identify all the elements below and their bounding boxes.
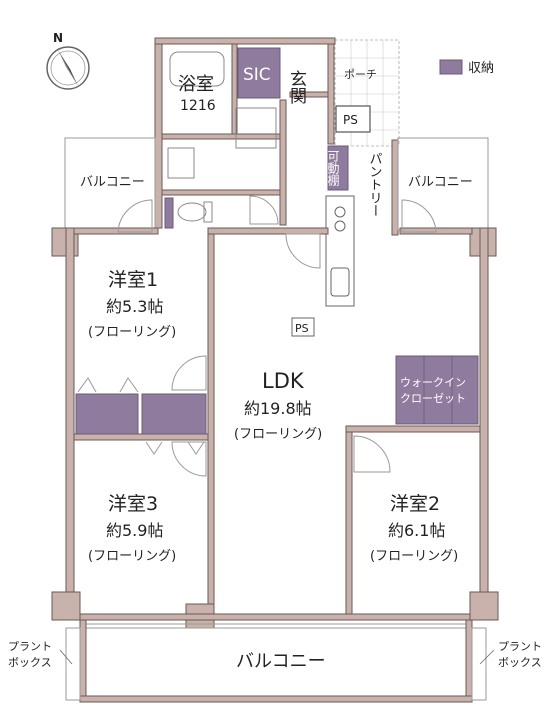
wall: [391, 139, 399, 236]
toilet-icon: [177, 202, 207, 222]
sic-storage: [237, 47, 281, 99]
balcony-right-label: バルコニー: [408, 175, 473, 190]
door-swing: [285, 233, 321, 269]
sink-icon: [330, 267, 350, 297]
stove-icon: [334, 220, 346, 232]
wall: [73, 227, 159, 235]
balcony-bottom-label: バルコニー: [236, 651, 326, 672]
plant-right-line2: ボックス: [498, 656, 542, 669]
door-swing: [401, 199, 437, 233]
walkin-line2: クローゼット: [400, 392, 466, 405]
wall: [207, 233, 215, 615]
ps-mid: [291, 317, 315, 337]
ldk-size: 約19.8帖: [244, 399, 312, 418]
washbasin: [167, 147, 195, 179]
wall: [79, 619, 87, 703]
wall: [154, 37, 163, 229]
closet-storage: [141, 393, 207, 435]
bath-label: 浴室: [178, 74, 214, 95]
walkin-line1: ウォークイン: [400, 376, 466, 389]
door-swing: [171, 355, 207, 391]
western3-size: 約5.9帖: [106, 521, 163, 540]
western2-size: 約6.1帖: [388, 521, 445, 540]
closet-door: [77, 377, 97, 393]
western2-floor: (フローリング): [370, 549, 458, 564]
wall: [469, 591, 499, 621]
ps-top: [335, 105, 371, 133]
plant-left-line2: ボックス: [8, 656, 52, 669]
movable-shelf: [327, 145, 349, 191]
walkin-closet: [395, 355, 479, 425]
compass-north-label: N: [53, 31, 63, 45]
wall: [65, 227, 75, 599]
legend-swatch: [439, 59, 463, 75]
wall: [79, 695, 473, 703]
plant-left-line1: プラント: [8, 640, 52, 653]
wall: [154, 37, 336, 45]
plant-box-left: [65, 627, 81, 701]
plant-right-line1: プラント: [498, 640, 542, 653]
western1-size: 約5.3帖: [106, 297, 163, 316]
compass-icon: [46, 46, 90, 90]
plant-box-right: [471, 627, 487, 701]
wall: [51, 591, 81, 621]
sic-label: SIC: [243, 65, 271, 85]
pantry-label: パントリー: [367, 152, 383, 217]
door-swing: [117, 199, 153, 233]
wall: [161, 189, 281, 196]
door-swing: [353, 435, 391, 473]
ps-mid-label: PS: [295, 322, 309, 335]
legend-label: 収納: [468, 61, 494, 76]
stove-icon: [334, 206, 346, 218]
wall: [345, 425, 481, 433]
kitchen-counter: [325, 195, 355, 307]
door-swing: [249, 195, 279, 225]
wall: [327, 43, 335, 145]
closet-door: [145, 441, 163, 455]
wall: [79, 613, 471, 621]
wall: [207, 227, 329, 235]
ldk-name: LDK: [262, 369, 305, 393]
wall: [279, 99, 287, 226]
bathtub: [169, 51, 225, 87]
toilet-storage: [164, 197, 174, 229]
wall: [73, 433, 209, 441]
wall: [289, 91, 329, 98]
wall: [345, 431, 353, 618]
western1-floor: (フローリング): [88, 325, 176, 340]
western1-name: 洋室1: [108, 269, 158, 291]
western3-name: 洋室3: [108, 493, 158, 515]
wall: [465, 619, 473, 703]
movable-shelf-label: 可動棚: [326, 150, 340, 187]
ldk-floor: (フローリング): [234, 427, 322, 442]
bath-size: 1216: [180, 98, 216, 114]
ps-top-label: PS: [343, 113, 358, 127]
entry-label: 玄関: [286, 70, 306, 104]
western3-floor: (フローリング): [88, 549, 176, 564]
wall: [161, 133, 287, 140]
washing-machine-pan: [235, 107, 277, 149]
balcony-left-label: バルコニー: [80, 175, 145, 190]
porch-label: ポーチ: [344, 68, 377, 81]
closet-door: [187, 441, 205, 455]
closet-storage: [75, 393, 139, 435]
wall: [479, 227, 489, 599]
closet-door: [119, 377, 139, 393]
western2-name: 洋室2: [390, 493, 440, 515]
door-swing: [171, 441, 207, 477]
